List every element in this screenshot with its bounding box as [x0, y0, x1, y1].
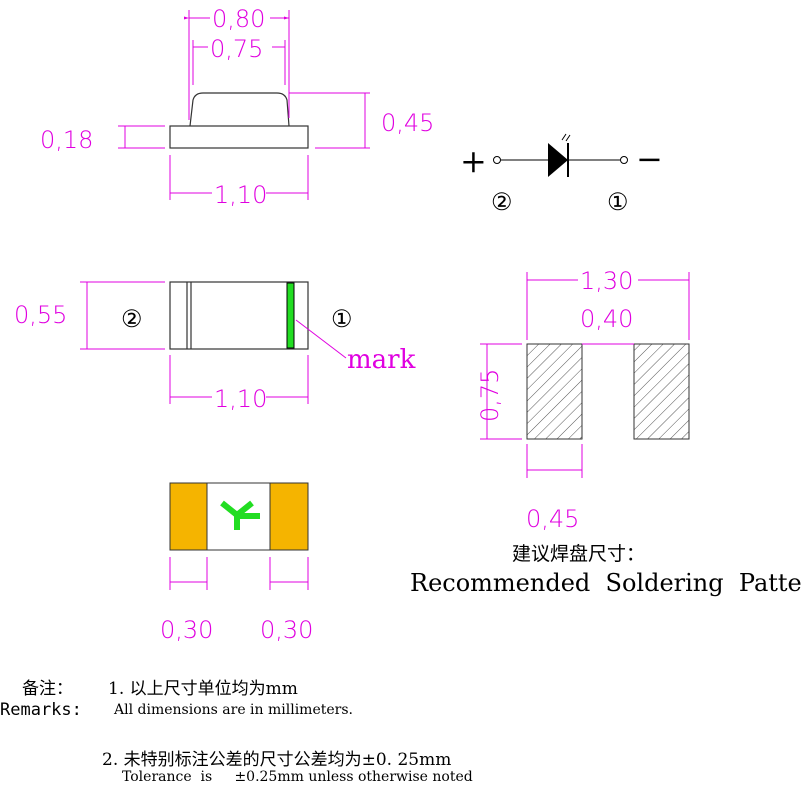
minus-sign: − — [636, 140, 663, 178]
remarks-label-en: Remarks: — [0, 700, 82, 720]
dim-0-45: 0,45 — [381, 109, 434, 137]
dim-1-30: 1,30 — [580, 267, 633, 295]
note2-en: Tolerance is ±0.25mm unless otherwise no… — [122, 769, 473, 785]
dim-0-80: 0,80 — [212, 5, 265, 33]
pin2-label: ② — [121, 305, 143, 333]
diode-symbol: + − ② ① — [460, 133, 663, 216]
terminal-left — [169, 482, 208, 551]
dim-0-55: 0,55 — [14, 301, 67, 329]
dim-0-40: 0,40 — [580, 305, 633, 333]
anode-label: ② — [491, 188, 513, 216]
note2-cn: 2. 未特别标注公差的尺寸公差均为±0. 25mm — [102, 750, 452, 770]
bottom-view: 0,30 0,30 — [160, 482, 313, 644]
side-view: 0,80 0,75 0,45 0,18 1,10 — [40, 4, 434, 209]
lens-outline — [189, 92, 290, 127]
dim-1-10-top: 1,10 — [214, 385, 267, 413]
pin1-label: ① — [331, 305, 353, 333]
polarity-y-icon — [220, 500, 260, 530]
dim-0-30-left: 0,30 — [160, 616, 213, 644]
diode-icon — [548, 143, 568, 177]
soldering-pattern: 1,30 0,40 0,75 0,45 建议焊盘尺寸： Recommended … — [410, 266, 801, 597]
note1-cn: 1. 以上尺寸单位均为mm — [108, 679, 298, 699]
terminal-right — [269, 482, 309, 551]
cathode-label: ① — [607, 188, 629, 216]
dim-0-45-pad: 0,45 — [526, 505, 579, 533]
pattern-title-en: Recommended Soldering Pattern — [410, 569, 801, 597]
pattern-title-cn: 建议焊盘尺寸： — [512, 543, 645, 565]
pad-right — [633, 343, 690, 440]
dim-0-30-right: 0,30 — [260, 616, 313, 644]
dim-1-10-side: 1,10 — [214, 181, 267, 209]
dim-0-75-pad: 0,75 — [476, 369, 504, 422]
remarks-label-cn: 备注： — [22, 679, 73, 699]
dim-0-18: 0,18 — [40, 126, 93, 154]
polarity-mark — [286, 282, 295, 349]
note1-en: All dimensions are in millimeters. — [114, 702, 353, 718]
top-view: 0,55 ② ① mark 1,10 — [14, 281, 416, 413]
mark-label: mark — [347, 345, 416, 375]
dim-0-75: 0,75 — [210, 35, 263, 63]
base-outline — [169, 125, 309, 149]
pad-left — [526, 343, 583, 440]
plus-sign: + — [460, 142, 487, 180]
